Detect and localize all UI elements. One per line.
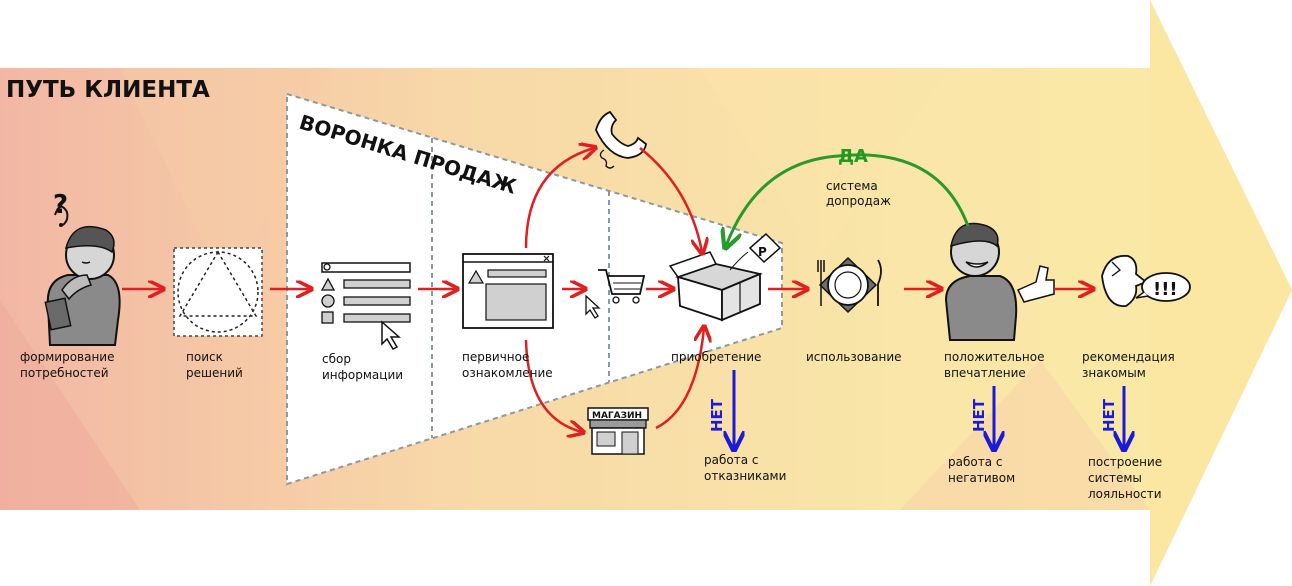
- phone-icon: [595, 110, 647, 169]
- arrow-intro-phone: [524, 148, 594, 249]
- happy-person-icon: [944, 222, 1055, 341]
- stage-needs-label-1: формирование: [20, 350, 114, 364]
- question-mark: ?: [53, 190, 68, 220]
- purchase-branch-label-1: работа с: [704, 453, 758, 467]
- arrow-phone-box: [639, 147, 702, 252]
- info-form-icon: [320, 262, 411, 350]
- stage-impression-label-2: впечатление: [944, 366, 1026, 380]
- plate-icon: [817, 256, 882, 314]
- recommend-branch-label-1: построение: [1088, 455, 1162, 469]
- stage-collect-label-1: сбор: [322, 352, 351, 366]
- purchase-no: НЕТ: [708, 398, 726, 432]
- browser-window-icon: [462, 253, 554, 329]
- impression-branch-label-1: работа с: [948, 455, 1002, 469]
- stage-search-label-2: решений: [186, 366, 243, 380]
- stage-usage-label: использование: [806, 350, 902, 364]
- impression-no: НЕТ: [970, 398, 988, 432]
- flow-arrows: [122, 148, 1092, 432]
- purchase-branch-label-2: отказниками: [704, 469, 786, 483]
- thinking-person-icon: ?: [44, 190, 121, 346]
- impression-branch-label-2: негативом: [948, 471, 1015, 485]
- stage-purchase-label: приобретение: [671, 350, 761, 364]
- arrow-shop-box: [655, 328, 704, 430]
- arrow-intro-shop: [524, 339, 582, 432]
- no-branch-recommend: НЕТ построение системы лояльности: [1088, 386, 1162, 501]
- stage-needs-label-2: потребностей: [20, 366, 109, 380]
- recommend-no: НЕТ: [1100, 398, 1118, 432]
- upsell-loop: ДА система допродаж: [726, 146, 970, 246]
- stage-collect-label-2: информации: [322, 368, 403, 382]
- shopping-cart-icon: [585, 269, 646, 319]
- stage-impression-label-1: положительное: [944, 350, 1045, 364]
- stage-intro-label-2: ознакомление: [462, 366, 553, 380]
- no-branch-purchase: НЕТ работа с отказниками: [704, 370, 786, 483]
- stage-intro-label-1: первичное: [462, 350, 529, 364]
- page-title: ПУТЬ КЛИЕНТА: [6, 77, 210, 103]
- shop-icon: МАГАЗИН: [587, 407, 649, 455]
- stage-labels: формирование потребностей поиск решений …: [20, 350, 1175, 382]
- upsell-arrow: [726, 153, 970, 246]
- stage-recommend-label-2: знакомым: [1082, 366, 1146, 380]
- price-tag: P: [758, 245, 767, 259]
- upsell-label-1: система: [826, 179, 878, 193]
- recommend-branch-label-2: системы: [1088, 471, 1142, 485]
- stage-recommend-label-1: рекомендация: [1082, 350, 1175, 364]
- speaking-head-icon: !!!: [1101, 254, 1191, 307]
- speech-text: !!!: [1153, 279, 1178, 300]
- recommend-branch-label-3: лояльности: [1088, 487, 1162, 501]
- search-solutions-icon: [173, 247, 263, 337]
- shop-sign: МАГАЗИН: [592, 411, 642, 421]
- no-branch-impression: НЕТ работа с негативом: [948, 386, 1015, 485]
- stage-search-label-1: поиск: [186, 350, 223, 364]
- upsell-label-2: допродаж: [826, 194, 891, 208]
- upsell-yes: ДА: [838, 146, 868, 167]
- box-icon: P: [668, 232, 782, 322]
